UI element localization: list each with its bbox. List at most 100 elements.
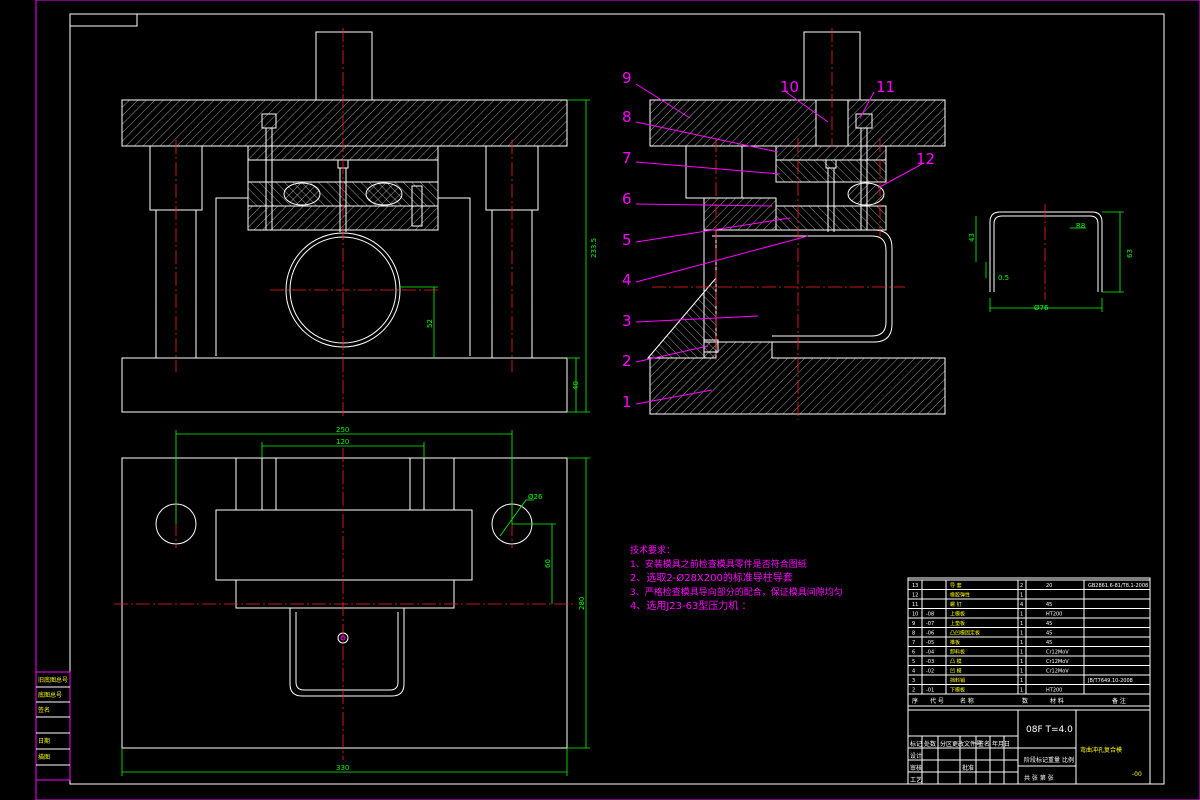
- parts-cell-code: -01: [926, 688, 934, 694]
- parts-cell-std: GB2861.6-81/T8.1-2008: [1088, 583, 1148, 589]
- dim-part-radius: R8: [1076, 222, 1085, 230]
- dim-part-left: 43: [968, 233, 976, 242]
- parts-cell-material: HT200: [1046, 612, 1062, 618]
- parts-cell-material: 20: [1046, 583, 1052, 589]
- drawing-frame: [35, 0, 1200, 800]
- header-label-0: 序: [912, 697, 918, 705]
- parts-cell-qty: 1: [1020, 650, 1023, 656]
- parts-cell-qty: 2: [1020, 583, 1023, 589]
- parts-cell-material: Cr12MoV: [1046, 659, 1069, 665]
- side-cell-4: 描图: [38, 753, 50, 761]
- parts-cell-material: 45: [1046, 621, 1052, 627]
- parts-cell-material: 45: [1046, 631, 1052, 637]
- parts-cell-name: 卸料板: [950, 649, 965, 656]
- parts-cell-no: 4: [912, 669, 915, 675]
- note-4: 4、选用J23-63型压力机 ：: [630, 599, 752, 612]
- parts-list-row: 13 导 套 2 20 GB2861.6-81/T8.1-2008: [907, 579, 1151, 590]
- parts-cell-code: -06: [926, 631, 934, 637]
- dim-part-diameter: Ø76: [1034, 304, 1049, 312]
- dim-front-base: 40: [572, 381, 580, 390]
- parts-cell-material: 45: [1046, 640, 1052, 646]
- parts-cell-no: 13: [912, 583, 918, 589]
- dim-plan-depth: 280: [578, 597, 586, 610]
- parts-cell-qty: 1: [1020, 612, 1023, 618]
- dim-plan-offset: 60: [544, 559, 552, 568]
- parts-cell-qty: 1: [1020, 593, 1023, 599]
- dim-front-center: 52: [426, 319, 434, 328]
- parts-cell-no: 6: [912, 650, 915, 656]
- callout-7: 7: [622, 149, 632, 167]
- side-cell-0: 旧底图总号: [38, 676, 68, 684]
- parts-cell-qty: 1: [1020, 640, 1023, 646]
- sign-row-3: 批准: [962, 764, 974, 772]
- callout-12: 12: [916, 150, 935, 168]
- parts-cell-material: HT200: [1046, 688, 1062, 694]
- plan-view: [114, 430, 590, 776]
- parts-cell-no: 2: [912, 688, 915, 694]
- callout-4: 4: [622, 271, 632, 289]
- parts-cell-code: -02: [926, 669, 934, 675]
- sign-row-1: 审核: [910, 764, 922, 772]
- sign-label-0: 标记: [910, 740, 922, 748]
- callout-11: 11: [876, 78, 895, 96]
- parts-cell-no: 11: [912, 602, 918, 608]
- part-callouts: 9 8 7 6 5 4 3 2 1 10 11 12: [622, 69, 935, 411]
- parts-cell-name: 凸凹模固定板: [950, 630, 980, 637]
- sign-row-0: 设计: [910, 752, 922, 760]
- parts-cell-no: 9: [912, 621, 915, 627]
- parts-cell-qty: 1: [1020, 621, 1023, 627]
- dim-front-height: 233.5: [590, 238, 598, 258]
- dim-plan-hole: Ø26: [528, 493, 543, 501]
- note-3: 3、严格检查模具导向部分的配合，保证模具间隙均匀: [630, 586, 843, 598]
- parts-cell-qty: 1: [1020, 631, 1023, 637]
- parts-cell-name: 导 套: [950, 582, 962, 589]
- parts-cell-code: -03: [926, 659, 934, 665]
- dim-plan-outer: 250: [336, 426, 349, 434]
- sheet-info: 共 张 第 张: [1024, 774, 1054, 782]
- header-label-2: 名 称: [960, 697, 974, 705]
- header-label-4: 材 料: [1050, 697, 1064, 705]
- parts-cell-qty: 1: [1020, 659, 1023, 665]
- callout-10: 10: [780, 78, 799, 96]
- header-label-5: 备 注: [1112, 697, 1126, 705]
- sign-label-2: 分区: [940, 740, 952, 748]
- parts-cell-qty: 1: [1020, 688, 1023, 694]
- parts-cell-material: Cr12MoV: [1046, 669, 1069, 675]
- parts-cell-qty: 1: [1020, 669, 1023, 675]
- note-1: 1、安装模具之前检查模具零件是否符合图纸: [630, 558, 807, 570]
- parts-cell-name: 上模板: [950, 611, 965, 618]
- technical-notes: 技术要求： 1、安装模具之前检查模具零件是否符合图纸 2、选取2-Ø28X200…: [630, 544, 843, 612]
- parts-cell-code: -05: [926, 640, 934, 646]
- parts-cell-name: 凹 模: [950, 668, 962, 675]
- drawing-code: -00: [1132, 771, 1142, 778]
- parts-cell-name: 挡料销: [950, 677, 965, 684]
- dim-plan-overall: 330: [336, 764, 349, 772]
- sign-label-5: 年月日: [992, 740, 1010, 748]
- dim-plan-inner: 120: [336, 438, 349, 446]
- callout-6: 6: [622, 190, 632, 208]
- callout-8: 8: [622, 108, 632, 126]
- parts-list-row: 4 -02 凹 模 1 Cr12MoV: [907, 665, 1151, 676]
- sign-row-2: 工艺: [910, 776, 922, 784]
- dim-part-wall: 0.5: [998, 274, 1009, 282]
- scale-label-1: 重量: [1048, 756, 1060, 764]
- scale-label-0: 阶段标记: [1024, 756, 1048, 764]
- drawing-title: 弯曲冲孔复合模: [1080, 746, 1122, 754]
- sign-label-3: 更改文件号: [952, 740, 982, 748]
- parts-cell-name: 橡胶弹性: [950, 592, 970, 599]
- parts-cell-name: 推板: [950, 639, 960, 646]
- parts-cell-material: 45: [1046, 602, 1052, 608]
- sign-label-4: 签名: [978, 740, 990, 748]
- side-cell-2: 签名: [38, 706, 50, 714]
- callout-3: 3: [622, 312, 632, 330]
- parts-cell-material: Cr12MoV: [1046, 650, 1069, 656]
- parts-cell-std: JB/T7649.10-2008: [1087, 678, 1133, 684]
- side-cell-1: 底图总号: [38, 691, 62, 699]
